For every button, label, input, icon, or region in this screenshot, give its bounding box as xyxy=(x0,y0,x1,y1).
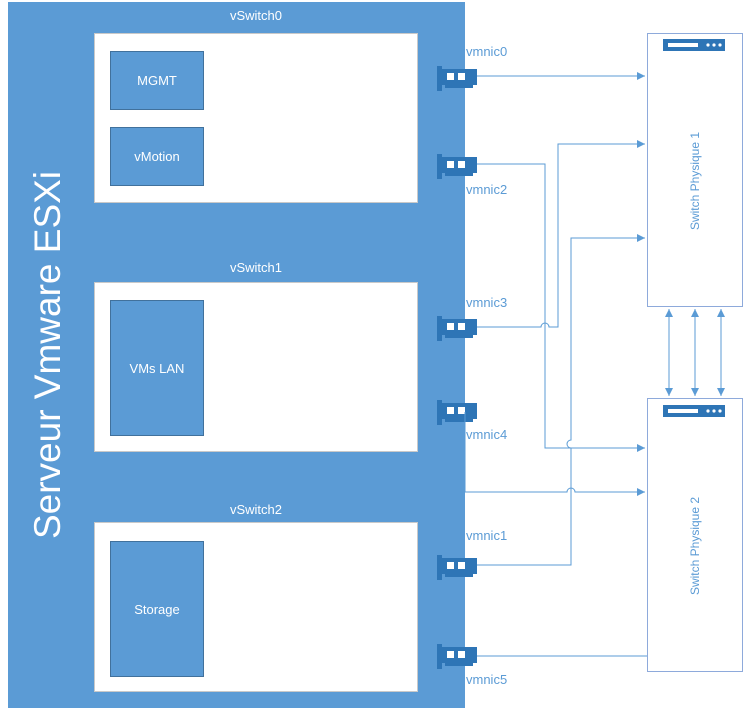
network-card-icon xyxy=(437,400,477,425)
link-vmnic1-switch1 xyxy=(477,234,645,566)
network-card-icon xyxy=(437,316,477,341)
link-vmnic2-switch2 xyxy=(477,163,645,452)
switch-device-icon xyxy=(663,39,725,51)
portgroup-vmotion: vMotion xyxy=(110,127,204,186)
physical-switch-1 xyxy=(647,33,743,307)
vmnic5-label: vmnic5 xyxy=(466,672,508,687)
physical-switch-2 xyxy=(647,398,743,672)
link-vmnic3-switch1 xyxy=(477,140,645,328)
vmnic2-label: vmnic2 xyxy=(466,182,508,197)
vmnic3-label: vmnic3 xyxy=(466,295,508,310)
network-card-icon xyxy=(437,555,477,580)
network-card-icon xyxy=(437,644,477,669)
switch-device-icon xyxy=(663,405,725,417)
vmnic4-label: vmnic4 xyxy=(466,427,508,442)
portgroup-vms-lan: VMs LAN xyxy=(110,300,204,436)
vswitch1-label: vSwitch1 xyxy=(229,260,283,275)
portgroup-mgmt: MGMT xyxy=(110,51,204,110)
network-card-icon xyxy=(437,154,477,179)
vswitch0-label: vSwitch0 xyxy=(229,8,283,23)
vmnic0-label: vmnic0 xyxy=(466,44,508,59)
vswitch2-label: vSwitch2 xyxy=(229,502,283,517)
link-vmnic4-switch2 xyxy=(464,412,645,496)
vmnic1-label: vmnic1 xyxy=(466,528,508,543)
portgroup-storage: Storage xyxy=(110,541,204,677)
network-card-icon xyxy=(437,66,477,91)
